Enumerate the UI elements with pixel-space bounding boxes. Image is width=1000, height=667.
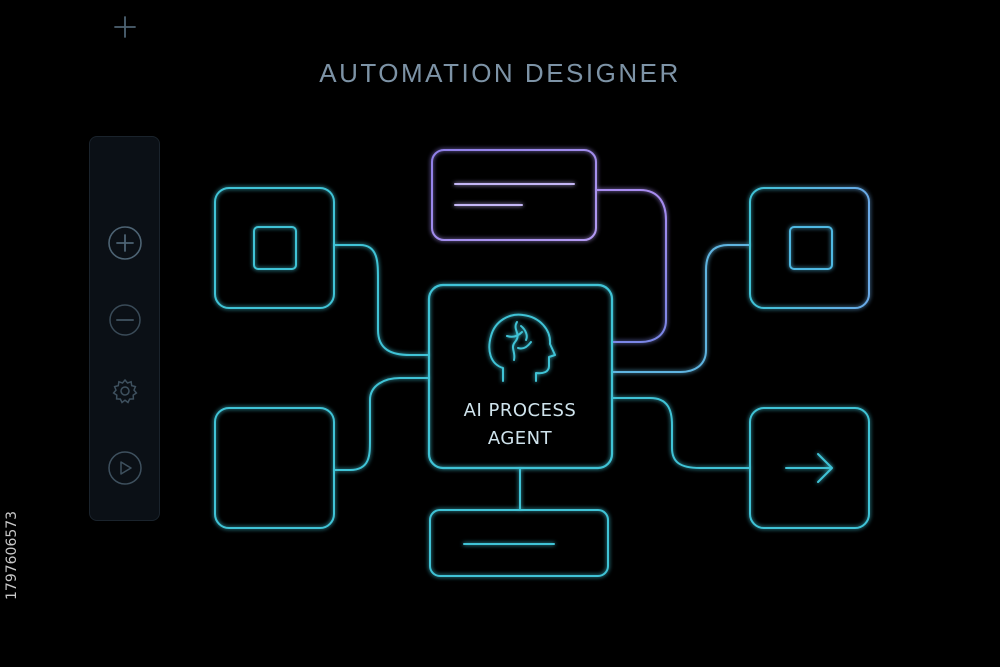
- node-bottom-left: [214, 407, 335, 529]
- gear-icon: [111, 378, 138, 404]
- run-button[interactable]: [90, 440, 159, 496]
- node-top-center: [431, 149, 597, 241]
- node-top-left-square-icon: [253, 226, 297, 270]
- connector-bottom-left: [333, 377, 430, 471]
- plus-icon: [113, 16, 136, 38]
- play-icon: [107, 451, 142, 485]
- node-top-center-lines-icon: [454, 183, 575, 206]
- center-node: [427, 283, 614, 470]
- toolbar: [89, 16, 160, 521]
- node-top-right-square-icon: [789, 226, 833, 270]
- center-node-label-line2: AGENT: [487, 428, 553, 449]
- arrow-right-icon: [785, 453, 833, 483]
- node-top-left: [214, 187, 335, 309]
- node-bottom-right: [749, 407, 870, 529]
- zoom-out-icon: [108, 304, 141, 336]
- connector-top-right: [611, 244, 751, 373]
- connector-bottom-right: [611, 397, 751, 469]
- node-top-right: [749, 187, 870, 309]
- brain-head-icon: [488, 313, 556, 382]
- settings-button[interactable]: [90, 363, 159, 419]
- center-node-label-line1: AI PROCESS: [463, 400, 577, 421]
- zoom-in-button[interactable]: [90, 215, 159, 271]
- page-title: AUTOMATION DESIGNER: [319, 58, 681, 88]
- zoom-in-icon: [107, 226, 142, 260]
- node-bottom-center: [429, 509, 609, 577]
- watermark-id: 1797606573: [4, 510, 20, 600]
- add-tool-button[interactable]: [90, 0, 159, 55]
- connector-top-left: [333, 244, 430, 356]
- connector-top-center: [595, 189, 667, 343]
- zoom-out-button[interactable]: [90, 292, 159, 348]
